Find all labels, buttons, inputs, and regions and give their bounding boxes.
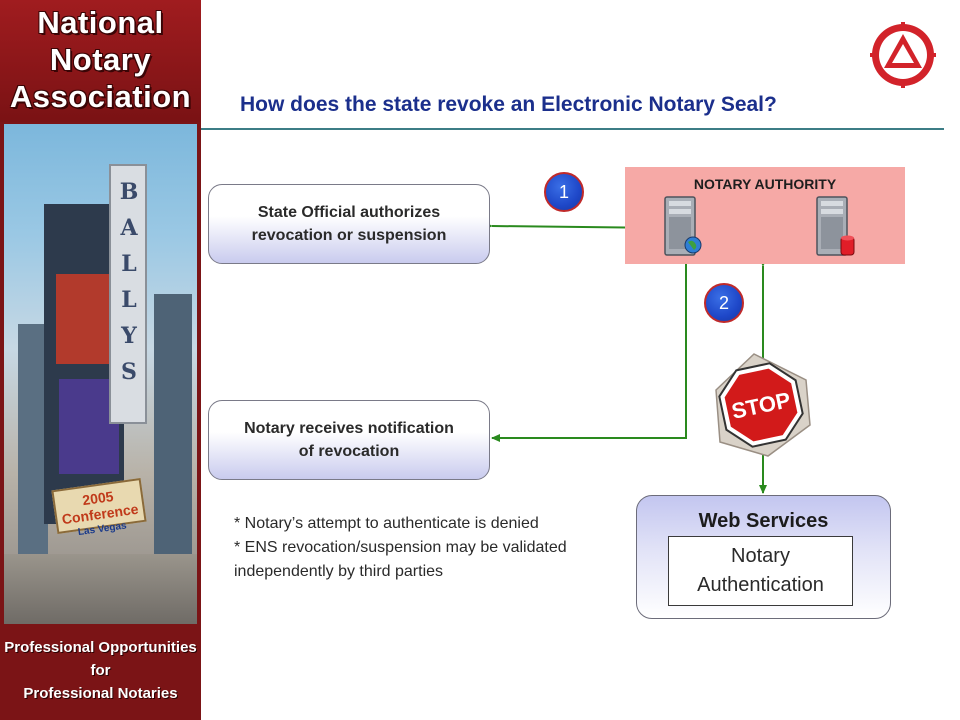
sidebar-title-line-2: Notary [49, 42, 152, 77]
web-services-box: Web Services Notary Authentication [636, 495, 891, 619]
server-database-icon [816, 196, 855, 256]
arrow-authority-notary [491, 258, 687, 442]
conference-photo: B A L L Y S 2005 Conference Las Vegas [4, 124, 197, 624]
photo-sign-letter: A [120, 215, 138, 241]
photo-sign-letter: S [121, 359, 137, 385]
note-item: * Notary’s attempt to authenticate is de… [234, 515, 539, 532]
photo-street [4, 554, 197, 624]
notary-authentication-line-1: Notary [731, 545, 790, 567]
sidebar-footer-line-2: for [90, 662, 111, 679]
photo-ballys-sign [109, 164, 147, 424]
note-item: * ENS revocation/suspension may be valid… [234, 539, 567, 580]
photo-sign-letter: B [119, 179, 139, 205]
title-divider [201, 128, 944, 130]
step-badge-1: 1 [544, 172, 584, 212]
notary-notification-line-1: Notary receives notification [244, 420, 454, 437]
notary-authentication-box: Notary Authentication [668, 536, 853, 606]
notary-notification-line-2: of revocation [298, 443, 400, 460]
notary-authentication-line-2: Authentication [697, 574, 824, 596]
photo-sign-letter: Y [121, 323, 137, 349]
state-official-box: State Official authorizes revocation or … [208, 184, 490, 264]
server-globe-icon [664, 196, 702, 256]
nna-logo-icon [870, 22, 936, 88]
stop-sign-icon: STOP [715, 353, 811, 457]
sidebar-footer-line-3: Professional Notaries [23, 685, 178, 702]
notary-authority-label: NOTARY AUTHORITY [693, 176, 837, 192]
step-badge-2: 2 [704, 283, 744, 323]
sidebar: National Notary Association B A L L Y S … [0, 0, 201, 720]
photo-ballys-letters: B A L L Y S [116, 174, 142, 390]
state-official-line-2: revocation or suspension [251, 227, 447, 244]
notary-notification-box: Notary receives notification of revocati… [208, 400, 490, 480]
sidebar-footer-line-1: Professional Opportunities [4, 639, 197, 656]
sidebar-title-line-1: National [37, 5, 164, 40]
photo-sign-letter: L [121, 287, 137, 313]
page-title: How does the state revoke an Electronic … [240, 93, 777, 116]
photo-sign-letter: L [121, 251, 137, 277]
notes: * Notary’s attempt to authenticate is de… [234, 512, 614, 584]
web-services-title: Web Services [698, 510, 829, 532]
sidebar-footer: Professional Opportunities for Professio… [0, 628, 201, 720]
photo-marquee-sign [56, 274, 112, 364]
sidebar-title-line-3: Association [9, 79, 192, 114]
state-official-line-1: State Official authorizes [257, 204, 441, 221]
sidebar-title: National Notary Association [0, 0, 201, 122]
notary-authority-panel: NOTARY AUTHORITY [625, 167, 905, 264]
